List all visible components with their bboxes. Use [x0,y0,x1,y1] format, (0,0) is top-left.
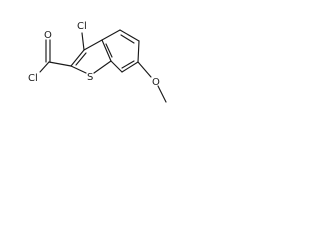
bond-c3a-c4 [101,29,121,41]
atom-oxygen-methoxy: O [152,77,160,88]
bond-c3-c3a [83,39,103,51]
bond-c2-c3-inner [75,52,87,66]
bond-s-c2 [70,65,87,74]
atom-cl-acyl: Cl [28,73,38,84]
bond-cacyl-cl [39,61,50,73]
bond-c2-cacyl [48,61,72,67]
bond-c4-c5 [119,29,140,42]
bond-c7-c7a [110,60,123,73]
bond-c3-cl [81,32,85,51]
atom-oxygen-carbonyl: O [44,30,52,41]
bond-c6-c7 [121,61,139,73]
bond-c6-o [137,61,152,78]
bond-c6-c7-inner [121,60,135,69]
atom-cl-ring: Cl [77,21,87,32]
atom-labels: Cl O S Cl O [28,21,160,88]
bond-c2-c3 [70,49,85,67]
atom-sulfur: S [87,72,93,83]
bond-c5-c6 [137,40,140,63]
chemical-structure: Cl O S Cl O [28,21,167,103]
bond-o-ch3 [157,85,167,103]
structure-canvas: Cl O S Cl O [0,0,196,128]
bond-c7a-s [93,60,112,74]
bond-c3a-c7a-inner [105,43,113,58]
bond-c3a-c7a [101,39,112,62]
bond-c4-c5-inner [120,34,135,44]
bond-group [39,29,167,103]
